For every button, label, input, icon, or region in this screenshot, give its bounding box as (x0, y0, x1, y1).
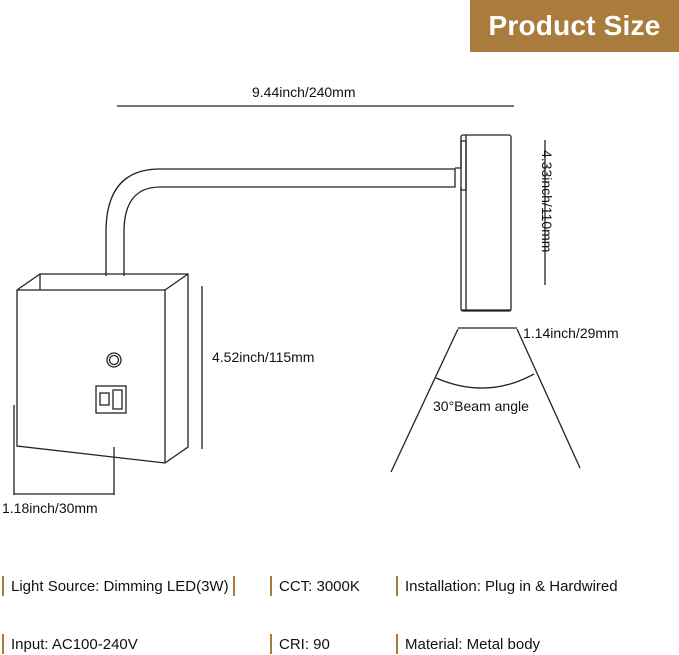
usb-port (95, 385, 127, 414)
dimmer-button (106, 352, 122, 368)
head-diameter-label: 1.14inch/29mm (523, 325, 619, 341)
product-size-badge: Product Size (470, 0, 679, 52)
beam-angle-arc (435, 373, 535, 389)
spec-installation: Installation: Plug in & Hardwired (396, 576, 618, 596)
divider-bar (270, 576, 272, 596)
spec-input: Input: AC100-240V (2, 634, 138, 654)
divider-bar (2, 576, 4, 596)
box-depth-label: 1.18inch/30mm (2, 500, 98, 516)
total-width-label: 9.44inch/240mm (252, 84, 356, 100)
divider-bar (396, 576, 398, 596)
lamp-arm (105, 168, 456, 276)
spec-cri: CRI: 90 (270, 634, 330, 654)
spec-light-source: Light Source: Dimming LED(3W) (2, 576, 235, 596)
lamp-diagram (13, 105, 581, 495)
head-height-label: 4.33inch/110mm (539, 150, 555, 253)
spec-cct: CCT: 3000K (270, 576, 360, 596)
divider-bar (232, 576, 235, 596)
spec-list: Light Source: Dimming LED(3W) CCT: 3000K… (0, 560, 679, 655)
wall-box (16, 273, 189, 464)
divider-bar (396, 634, 398, 654)
divider-bar (270, 634, 272, 654)
beam-angle-label: 30°Beam angle (433, 398, 529, 414)
box-height-label: 4.52inch/115mm (212, 349, 315, 365)
spec-material: Material: Metal body (396, 634, 540, 654)
divider-bar (2, 634, 4, 654)
